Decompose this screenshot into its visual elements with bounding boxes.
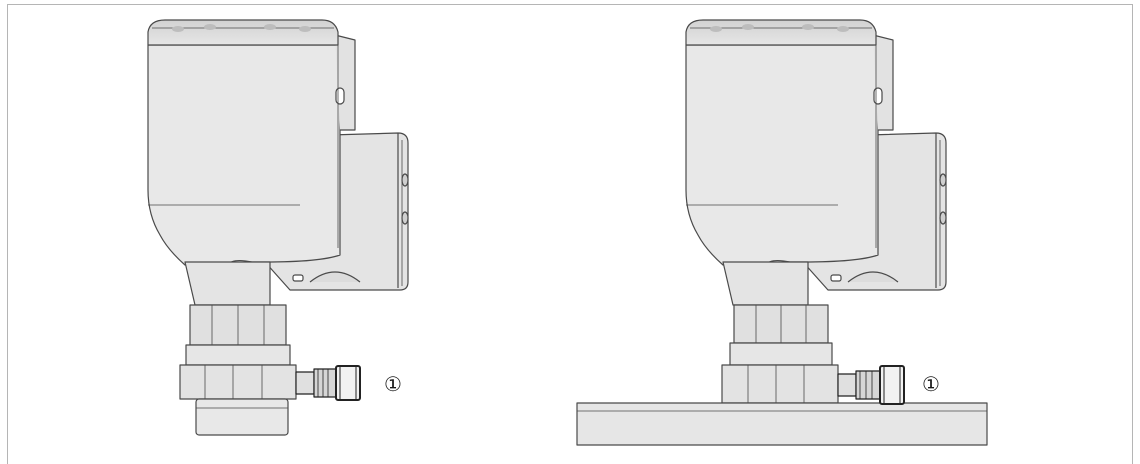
- vent-valve: [837, 365, 905, 405]
- main-housing: [685, 44, 879, 266]
- figure-frame: [7, 4, 1133, 464]
- threaded-stem: [195, 398, 289, 436]
- instrument-threaded: [147, 19, 409, 436]
- instrument-flange: [576, 19, 988, 446]
- housing-cap: [147, 19, 339, 46]
- callout-marker-right: ①: [922, 372, 940, 396]
- housing-neck: [722, 261, 809, 306]
- flange-plate: [576, 402, 988, 446]
- connection-block: [179, 364, 297, 400]
- main-housing: [147, 44, 341, 266]
- vent-valve: [295, 365, 361, 401]
- connection-block: [721, 364, 839, 404]
- callout-marker-left: ①: [384, 372, 402, 396]
- housing-cap: [685, 19, 877, 46]
- housing-neck: [184, 261, 271, 306]
